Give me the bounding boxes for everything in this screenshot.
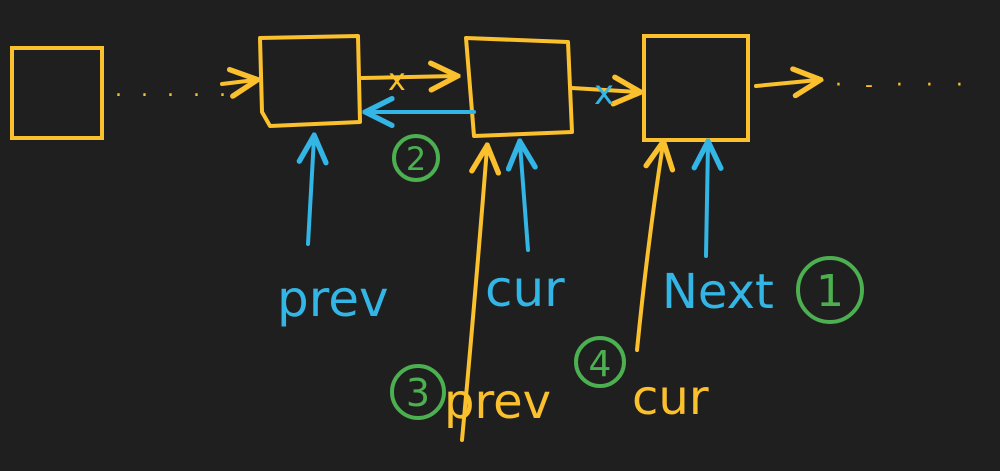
- step-2-number: 2: [406, 140, 426, 178]
- list-node-cur: [464, 36, 574, 138]
- ellipsis-right: · - · · ·: [835, 73, 971, 98]
- break-mark-cur-next: x: [594, 73, 614, 113]
- pointer-prev-arrow: [308, 138, 314, 246]
- pointer-prev-moved-arrow: [460, 148, 487, 442]
- step-3-number: 3: [406, 371, 430, 415]
- list-node-0: [10, 46, 104, 140]
- label-cur: cur: [485, 260, 565, 318]
- pointer-next-arrow: [706, 144, 708, 258]
- label-prev: prev: [277, 270, 389, 328]
- list-node-prev: [258, 34, 362, 128]
- label-next: Next: [662, 264, 774, 320]
- arrow-cur-to-next: [570, 88, 638, 92]
- pointer-cur-moved-arrow: [635, 144, 663, 352]
- label-prev-moved: prev: [444, 374, 551, 430]
- label-cur-moved: cur: [632, 370, 709, 426]
- step-4-number: 4: [589, 344, 612, 385]
- step-marker-4: 4: [574, 336, 626, 388]
- break-mark-prev-cur: x: [388, 63, 406, 98]
- arrow-out-of-next: [754, 80, 818, 86]
- step-marker-3: 3: [390, 364, 446, 420]
- step-marker-2: 2: [392, 134, 440, 182]
- pointer-cur-arrow: [520, 144, 528, 252]
- list-node-next: [642, 34, 750, 142]
- arrow-prev-to-cur: [360, 76, 455, 78]
- ellipsis-left: . . . . .: [115, 77, 232, 102]
- arrow-into-prev: [220, 80, 255, 84]
- step-1-number: 1: [816, 266, 844, 317]
- step-marker-1: 1: [796, 256, 864, 324]
